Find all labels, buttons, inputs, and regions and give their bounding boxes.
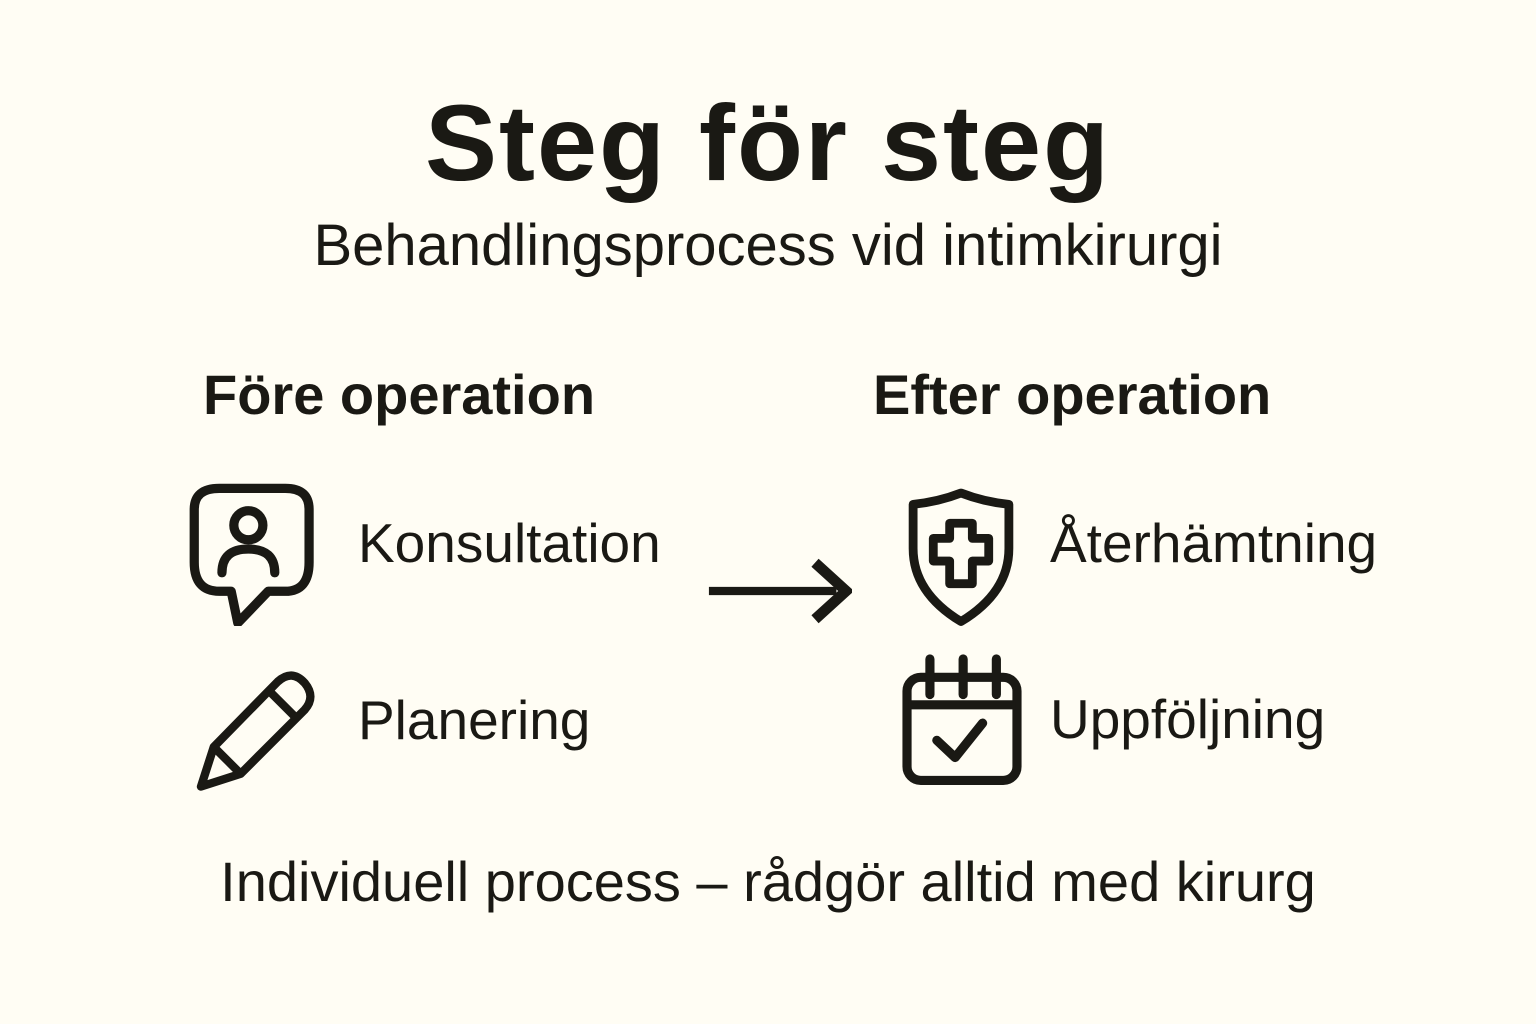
page-subtitle: Behandlingsprocess vid intimkirurgi [313,213,1223,278]
page-title: Steg för steg [424,82,1112,203]
calendar-check-icon [899,653,1025,791]
step-label-aterhamtning: Återhämtning [1050,512,1378,574]
right-arrow-icon [706,556,852,626]
column-header-before-operation: Före operation [203,363,596,426]
step-label-konsultation: Konsultation [358,512,661,574]
footer-note: Individuell process – rådgör alltid med … [220,850,1316,913]
pencil-icon [192,663,320,795]
step-label-planering: Planering [358,689,591,751]
shield-medical-cross-icon [898,476,1024,636]
step-label-uppfoljning: Uppföljning [1050,688,1326,750]
speech-bubble-person-icon [185,480,317,626]
column-header-after-operation: Efter operation [873,363,1272,426]
